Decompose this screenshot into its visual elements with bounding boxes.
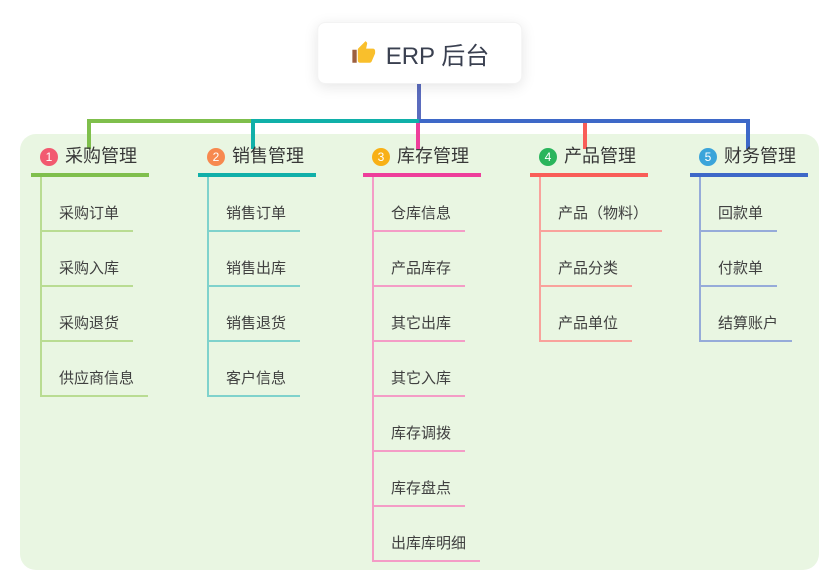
branch-column-purchase: 1 采购管理 采购订单 采购入库 采购退货 供应商信息 — [31, 145, 149, 397]
branch-header-purchase[interactable]: 1 采购管理 — [31, 145, 149, 177]
branch-header-inventory[interactable]: 3 库存管理 — [363, 145, 481, 177]
child-node[interactable]: 销售出库 — [209, 232, 301, 287]
branch-badge: 2 — [207, 147, 225, 166]
branch-badge: 4 — [539, 147, 557, 166]
branch-title: 销售管理 — [232, 146, 304, 166]
branch-connector-drop-sales — [251, 119, 255, 149]
child-node[interactable]: 仓库信息 — [374, 177, 466, 232]
child-node[interactable]: 采购入库 — [42, 232, 134, 287]
root-node[interactable]: ERP 后台 — [316, 22, 523, 84]
branch-title: 产品管理 — [564, 146, 636, 166]
child-node[interactable]: 回款单 — [701, 177, 778, 232]
branch-children: 销售订单 销售出库 销售退货 客户信息 — [207, 177, 301, 397]
branch-connector-segment-blue — [419, 119, 750, 123]
branch-connector-segment-teal — [254, 119, 419, 123]
branch-header-sales[interactable]: 2 销售管理 — [198, 145, 316, 177]
branch-title: 库存管理 — [397, 146, 469, 166]
branch-connector-segment-green — [87, 119, 254, 123]
child-node[interactable]: 产品（物料） — [541, 177, 663, 232]
child-node[interactable]: 产品分类 — [541, 232, 633, 287]
child-node[interactable]: 库存盘点 — [374, 452, 466, 507]
child-node[interactable]: 供应商信息 — [42, 342, 149, 397]
child-node[interactable]: 销售退货 — [209, 287, 301, 342]
branch-connector-drop-product — [583, 123, 587, 149]
thumbs-up-icon — [350, 40, 376, 66]
branch-connector-drop-purchase — [87, 119, 91, 149]
child-node[interactable]: 出库库明细 — [374, 507, 481, 562]
root-title: ERP 后台 — [385, 42, 490, 70]
branch-title: 财务管理 — [724, 146, 796, 166]
branch-title: 采购管理 — [65, 146, 137, 166]
branch-column-finance: 5 财务管理 回款单 付款单 结算账户 — [690, 145, 808, 342]
branch-badge: 1 — [40, 147, 58, 166]
child-node[interactable]: 结算账户 — [701, 287, 793, 342]
branch-badge: 5 — [699, 147, 717, 166]
branch-badge: 3 — [372, 147, 390, 166]
child-node[interactable]: 客户信息 — [209, 342, 301, 397]
child-node[interactable]: 其它出库 — [374, 287, 466, 342]
branch-column-sales: 2 销售管理 销售订单 销售出库 销售退货 客户信息 — [198, 145, 316, 397]
child-node[interactable]: 其它入库 — [374, 342, 466, 397]
branch-column-inventory: 3 库存管理 仓库信息 产品库存 其它出库 其它入库 库存调拨 库存盘点 出库库… — [363, 145, 481, 562]
branch-children: 仓库信息 产品库存 其它出库 其它入库 库存调拨 库存盘点 出库库明细 — [372, 177, 481, 562]
branch-connector-drop-finance — [746, 119, 750, 149]
child-node[interactable]: 产品库存 — [374, 232, 466, 287]
branch-children: 采购订单 采购入库 采购退货 供应商信息 — [40, 177, 149, 397]
child-node[interactable]: 采购订单 — [42, 177, 134, 232]
child-node[interactable]: 采购退货 — [42, 287, 134, 342]
mindmap-panel — [20, 134, 819, 570]
root-connector-line — [417, 82, 421, 122]
branch-header-finance[interactable]: 5 财务管理 — [690, 145, 808, 177]
branch-column-product: 4 产品管理 产品（物料） 产品分类 产品单位 — [530, 145, 663, 342]
branch-children: 回款单 付款单 结算账户 — [699, 177, 793, 342]
branch-children: 产品（物料） 产品分类 产品单位 — [539, 177, 663, 342]
child-node[interactable]: 库存调拨 — [374, 397, 466, 452]
child-node[interactable]: 销售订单 — [209, 177, 301, 232]
branch-connector-drop-inventory — [416, 123, 420, 149]
child-node[interactable]: 产品单位 — [541, 287, 633, 342]
branch-header-product[interactable]: 4 产品管理 — [530, 145, 648, 177]
child-node[interactable]: 付款单 — [701, 232, 778, 287]
